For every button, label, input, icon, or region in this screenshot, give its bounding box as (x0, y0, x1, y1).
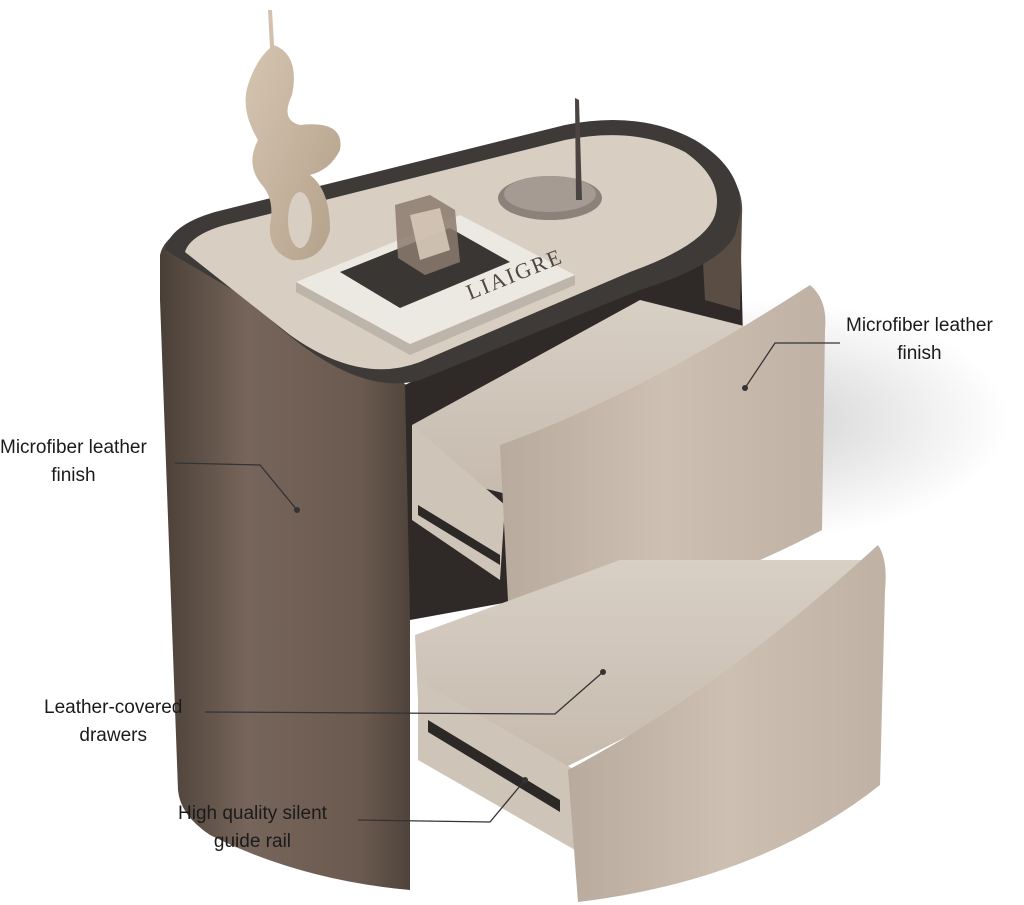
lamp-base-top (504, 176, 596, 212)
bottom-drawer-interior (415, 560, 870, 770)
leader-line-top-right (744, 342, 840, 389)
callout-drawers-line2: drawers (79, 725, 147, 746)
sculpture-hole (288, 192, 312, 248)
dot-top-right (742, 385, 748, 391)
dot-drawers (600, 669, 606, 675)
bottom-guide-rail (428, 720, 560, 812)
callout-top-right: Microfiber leather finish (846, 312, 993, 368)
dot-left (294, 507, 300, 513)
leader-lines (174, 342, 840, 823)
callout-top-right-line1: Microfiber leather (846, 315, 993, 336)
callout-drawers-line1: Leather-covered (44, 697, 183, 718)
callout-drawers: Leather-covered drawers (44, 694, 182, 750)
bottom-drawer-front (568, 545, 886, 902)
leader-line-rail (357, 779, 526, 823)
callout-rail-line1: High quality silent (178, 803, 327, 824)
nightstand-body (160, 222, 410, 890)
callout-left-line1: Microfiber leather (0, 437, 147, 458)
book-spine (296, 275, 575, 355)
leader-line-drawers (204, 671, 604, 715)
lamp-stem (575, 98, 582, 200)
callout-left: Microfiber leather finish (0, 434, 147, 490)
top-guide-rail (418, 505, 500, 565)
callout-rail: High quality silent guide rail (178, 800, 327, 856)
callout-rail-line2: guide rail (213, 831, 292, 852)
leader-dots (294, 385, 748, 783)
dot-rail (522, 777, 528, 783)
callout-top-right-line2: finish (897, 343, 942, 364)
callout-left-line2: finish (51, 465, 96, 486)
leader-line-left (174, 462, 298, 511)
cube-decor-face (410, 208, 450, 260)
sculpture (245, 10, 341, 261)
top-drawer-side (412, 425, 505, 580)
top-drawer-front (500, 285, 826, 640)
